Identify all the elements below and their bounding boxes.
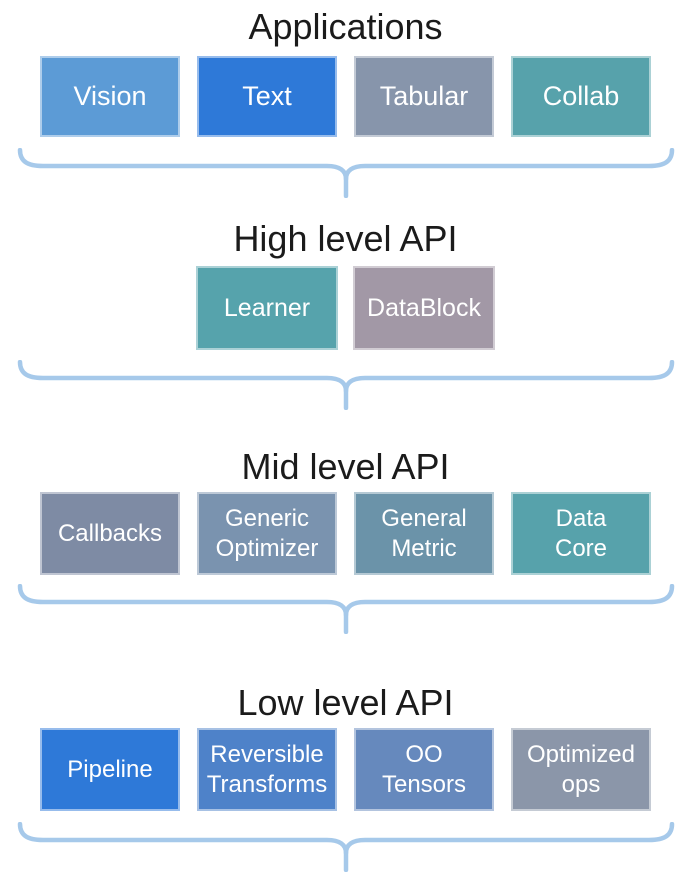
box-collab: Collab [511,56,651,137]
brace-icon [17,822,674,872]
box-label-optimized-ops: Optimized ops [526,741,636,798]
section-title-low-level-api: Low level API [237,682,454,723]
brace-icon [17,148,674,198]
box-optimized-ops: Optimized ops [511,728,651,811]
box-label-datablock: DataBlock [367,293,481,322]
box-row-mid-level-api: Callbacks Generic Optimizer General Metric… [0,492,691,575]
box-label-tabular: Tabular [379,81,469,112]
section-title-high-level-api: High level API [233,218,458,259]
box-label-general-metric: General Metric [381,505,467,562]
section-mid-level-api: Mid level API Callbacks Generic Optimizer G… [0,446,691,634]
section-title-applications: Applications [248,6,443,47]
box-label-oo-tensors: OO Tensors [381,741,467,798]
box-oo-tensors: OO Tensors [354,728,494,811]
box-callbacks: Callbacks [40,492,180,575]
brace-bracket-low-level-api [16,822,676,872]
box-reversible-transforms: Reversible Transforms [197,728,337,811]
box-label-data-core: Data Core [554,505,608,562]
box-label-generic-optimizer: Generic Optimizer [215,505,319,562]
section-low-level-api: Low level API Pipeline Reversible Transfor… [0,682,691,872]
box-text: Text [197,56,337,137]
brace-bracket-applications [16,148,676,198]
box-general-metric: General Metric [354,492,494,575]
box-datablock: DataBlock [353,266,495,350]
box-label-callbacks: Callbacks [57,519,163,547]
box-row-applications: Vision Text Tabular Collab [0,56,691,137]
box-generic-optimizer: Generic Optimizer [197,492,337,575]
brace-bracket-mid-level-api [16,584,676,634]
section-high-level-api: High level API Learner DataBlock [0,218,691,410]
box-vision: Vision [40,56,180,137]
section-title-mid-level-api: Mid level API [241,446,450,487]
box-tabular: Tabular [354,56,494,137]
box-label-pipeline: Pipeline [67,755,153,783]
box-label-vision: Vision [73,81,147,112]
brace-icon [17,360,674,410]
box-label-collab: Collab [542,81,620,112]
box-data-core: Data Core [511,492,651,575]
box-pipeline: Pipeline [40,728,180,811]
box-label-text: Text [242,81,292,112]
box-label-learner: Learner [223,293,311,322]
box-row-low-level-api: Pipeline Reversible Transforms OO Tensors O… [0,728,691,811]
box-label-reversible-transforms: Reversible Transforms [206,741,328,798]
box-row-high-level-api: Learner DataBlock [0,266,691,350]
brace-bracket-high-level-api [16,360,676,410]
box-learner: Learner [196,266,338,350]
brace-icon [17,584,674,634]
